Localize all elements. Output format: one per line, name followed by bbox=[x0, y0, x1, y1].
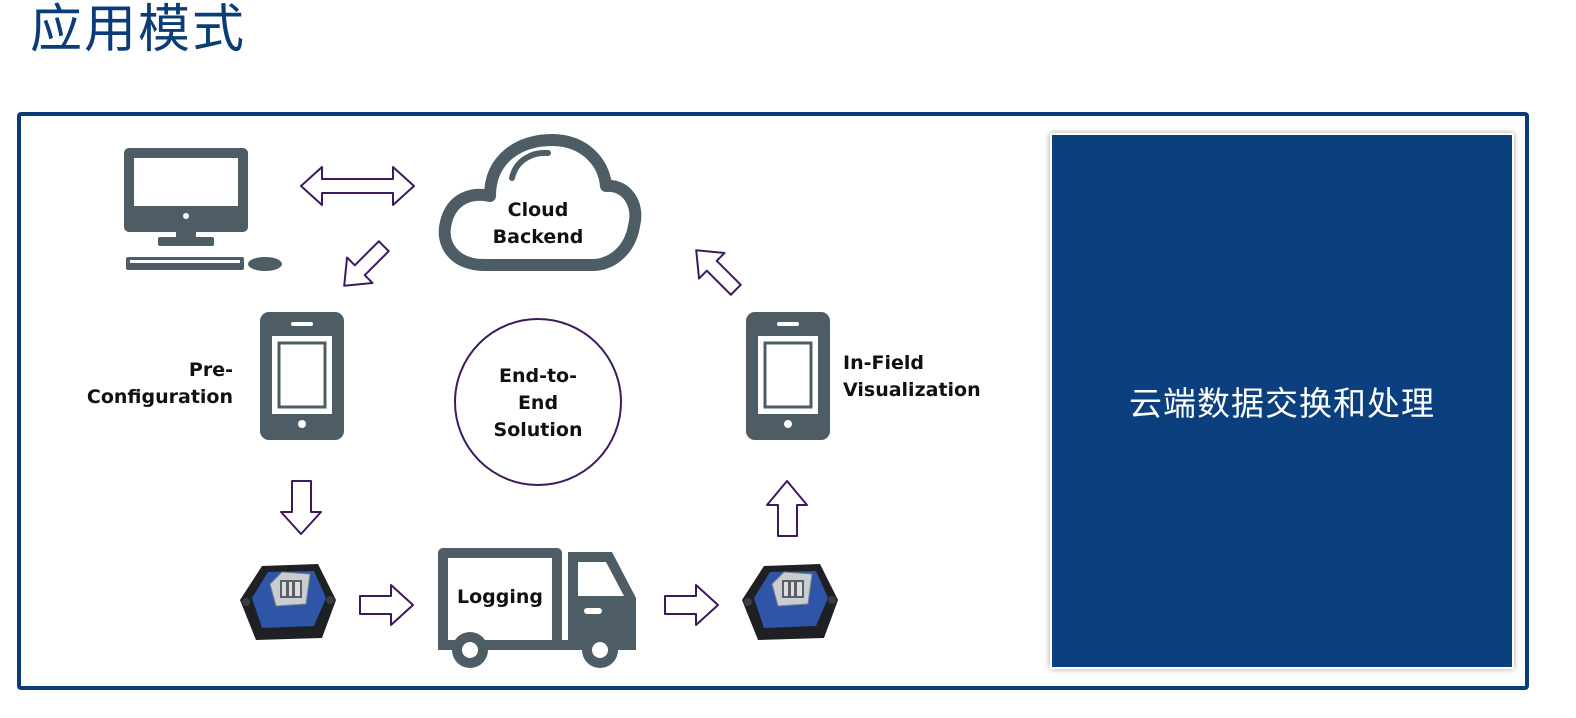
up-left-arrow-icon bbox=[695, 249, 742, 296]
truck-label: Logging bbox=[457, 586, 543, 608]
smartphone-icon bbox=[746, 312, 830, 440]
cloud-icon: Cloud Backend bbox=[438, 134, 642, 271]
page-title: 应用模式 bbox=[30, 0, 247, 60]
right-arrow-icon bbox=[359, 584, 414, 626]
smartphone-icon bbox=[260, 312, 344, 440]
preconfig-label-line-1: Pre- bbox=[189, 359, 233, 381]
down-left-arrow-icon bbox=[343, 240, 390, 287]
preconfig-label-line-2: Configuration bbox=[87, 386, 233, 408]
cloud-label-line-2: Backend bbox=[493, 226, 584, 248]
cloud-label-line-1: Cloud bbox=[508, 199, 569, 221]
up-arrow-icon bbox=[766, 480, 808, 537]
center-label-line-3: Solution bbox=[494, 419, 583, 441]
sensor-logger-icon bbox=[742, 564, 838, 640]
bidirectional-arrow-icon bbox=[300, 166, 415, 206]
sensor-logger-icon bbox=[240, 564, 336, 640]
center-label-line-2: End bbox=[518, 392, 558, 414]
right-arrow-icon bbox=[664, 584, 719, 626]
down-arrow-icon bbox=[280, 480, 322, 535]
center-label-line-1: End-to- bbox=[499, 365, 577, 387]
infield-label-line-2: Visualization bbox=[843, 379, 981, 401]
cloud-data-panel: 云端数据交换和处理 bbox=[1050, 133, 1514, 669]
desktop-computer-icon bbox=[124, 148, 282, 271]
end-to-end-circle: End-to- End Solution bbox=[454, 318, 622, 486]
infield-label-line-1: In-Field bbox=[843, 352, 924, 374]
delivery-truck-icon: Logging bbox=[438, 548, 636, 668]
panel-text: 云端数据交换和处理 bbox=[1129, 384, 1435, 423]
